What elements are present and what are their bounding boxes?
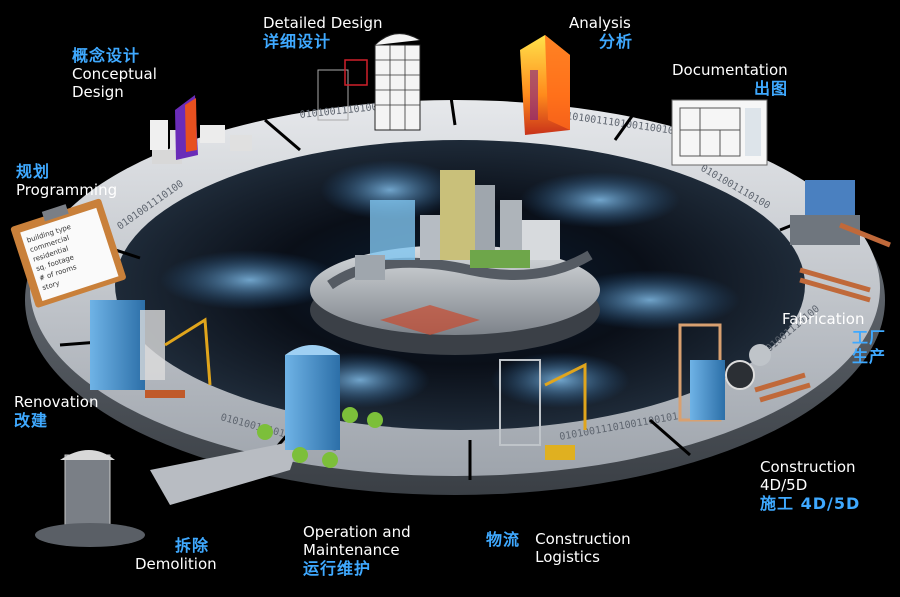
label-detailed-design: Detailed Design 详细设计	[263, 14, 383, 51]
analysis-model	[520, 35, 570, 135]
renovation-cn: 改建	[14, 411, 49, 430]
demolition-en: Demolition	[135, 555, 217, 574]
programming-clipboard: building type commercial residential sq.…	[10, 198, 126, 308]
conceptual-cn: 概念设计	[72, 46, 141, 65]
fabrication-cn-2: 生产	[852, 347, 887, 367]
programming-en: Programming	[16, 181, 118, 200]
fabrication-en: Fabrication	[782, 310, 865, 328]
conceptual-model	[150, 95, 252, 164]
analysis-cn: 分析	[599, 32, 634, 51]
detailed-cn: 详细设计	[263, 32, 332, 51]
label-demolition: 拆除 Demolition	[135, 536, 217, 573]
operation-cn: 运行维护	[303, 559, 372, 578]
label-documentation: Documentation 出图	[672, 61, 788, 98]
detailed-en: Detailed Design	[263, 14, 383, 32]
conceptual-en-1: Conceptual	[72, 65, 157, 84]
label-conceptual-design: 概念设计 Conceptual Design	[72, 46, 157, 101]
logistics-en-1: Construction	[535, 530, 631, 548]
central-city-platform	[310, 170, 600, 355]
operation-building	[257, 345, 383, 468]
renovation-building	[90, 300, 212, 398]
documentation-en: Documentation	[672, 61, 788, 79]
label-construction: Construction 4D/5D 施工 4D/5D	[760, 458, 860, 513]
analysis-en: Analysis	[569, 14, 631, 32]
documentation-cn: 出图	[754, 79, 789, 98]
fabrication-cn-1: 工厂	[852, 328, 887, 347]
logistics-en-2: Logistics	[535, 548, 600, 566]
label-renovation: Renovation 改建	[14, 393, 98, 430]
renovation-en: Renovation	[14, 393, 99, 411]
construction-en-1: Construction	[760, 458, 856, 476]
construction-en-2: 4D/5D	[760, 476, 808, 494]
label-construction-logistics: 物流 Construction Logistics	[486, 530, 631, 566]
fabrication-machinery	[725, 180, 891, 403]
label-fabrication: Fabrication 工厂 生产	[782, 310, 886, 366]
conceptual-en-2: Design	[72, 83, 124, 102]
construction-building	[499, 323, 725, 460]
programming-cn: 规划	[16, 162, 51, 181]
demolition-rubble	[35, 450, 145, 547]
label-operation-maintenance: Operation and Maintenance 运行维护	[303, 523, 411, 578]
label-programming: 规划 Programming	[16, 162, 117, 199]
construction-cn: 施工 4D/5D	[760, 494, 861, 513]
label-analysis: Analysis 分析	[569, 14, 633, 51]
demolition-cn: 拆除	[175, 536, 210, 555]
operation-en-1: Operation and	[303, 523, 411, 541]
logistics-cn: 物流	[486, 530, 521, 549]
detailed-design-model	[317, 33, 421, 131]
documentation-sheet	[671, 99, 768, 166]
operation-en-2: Maintenance	[303, 541, 400, 559]
ring-arrow	[150, 440, 300, 505]
